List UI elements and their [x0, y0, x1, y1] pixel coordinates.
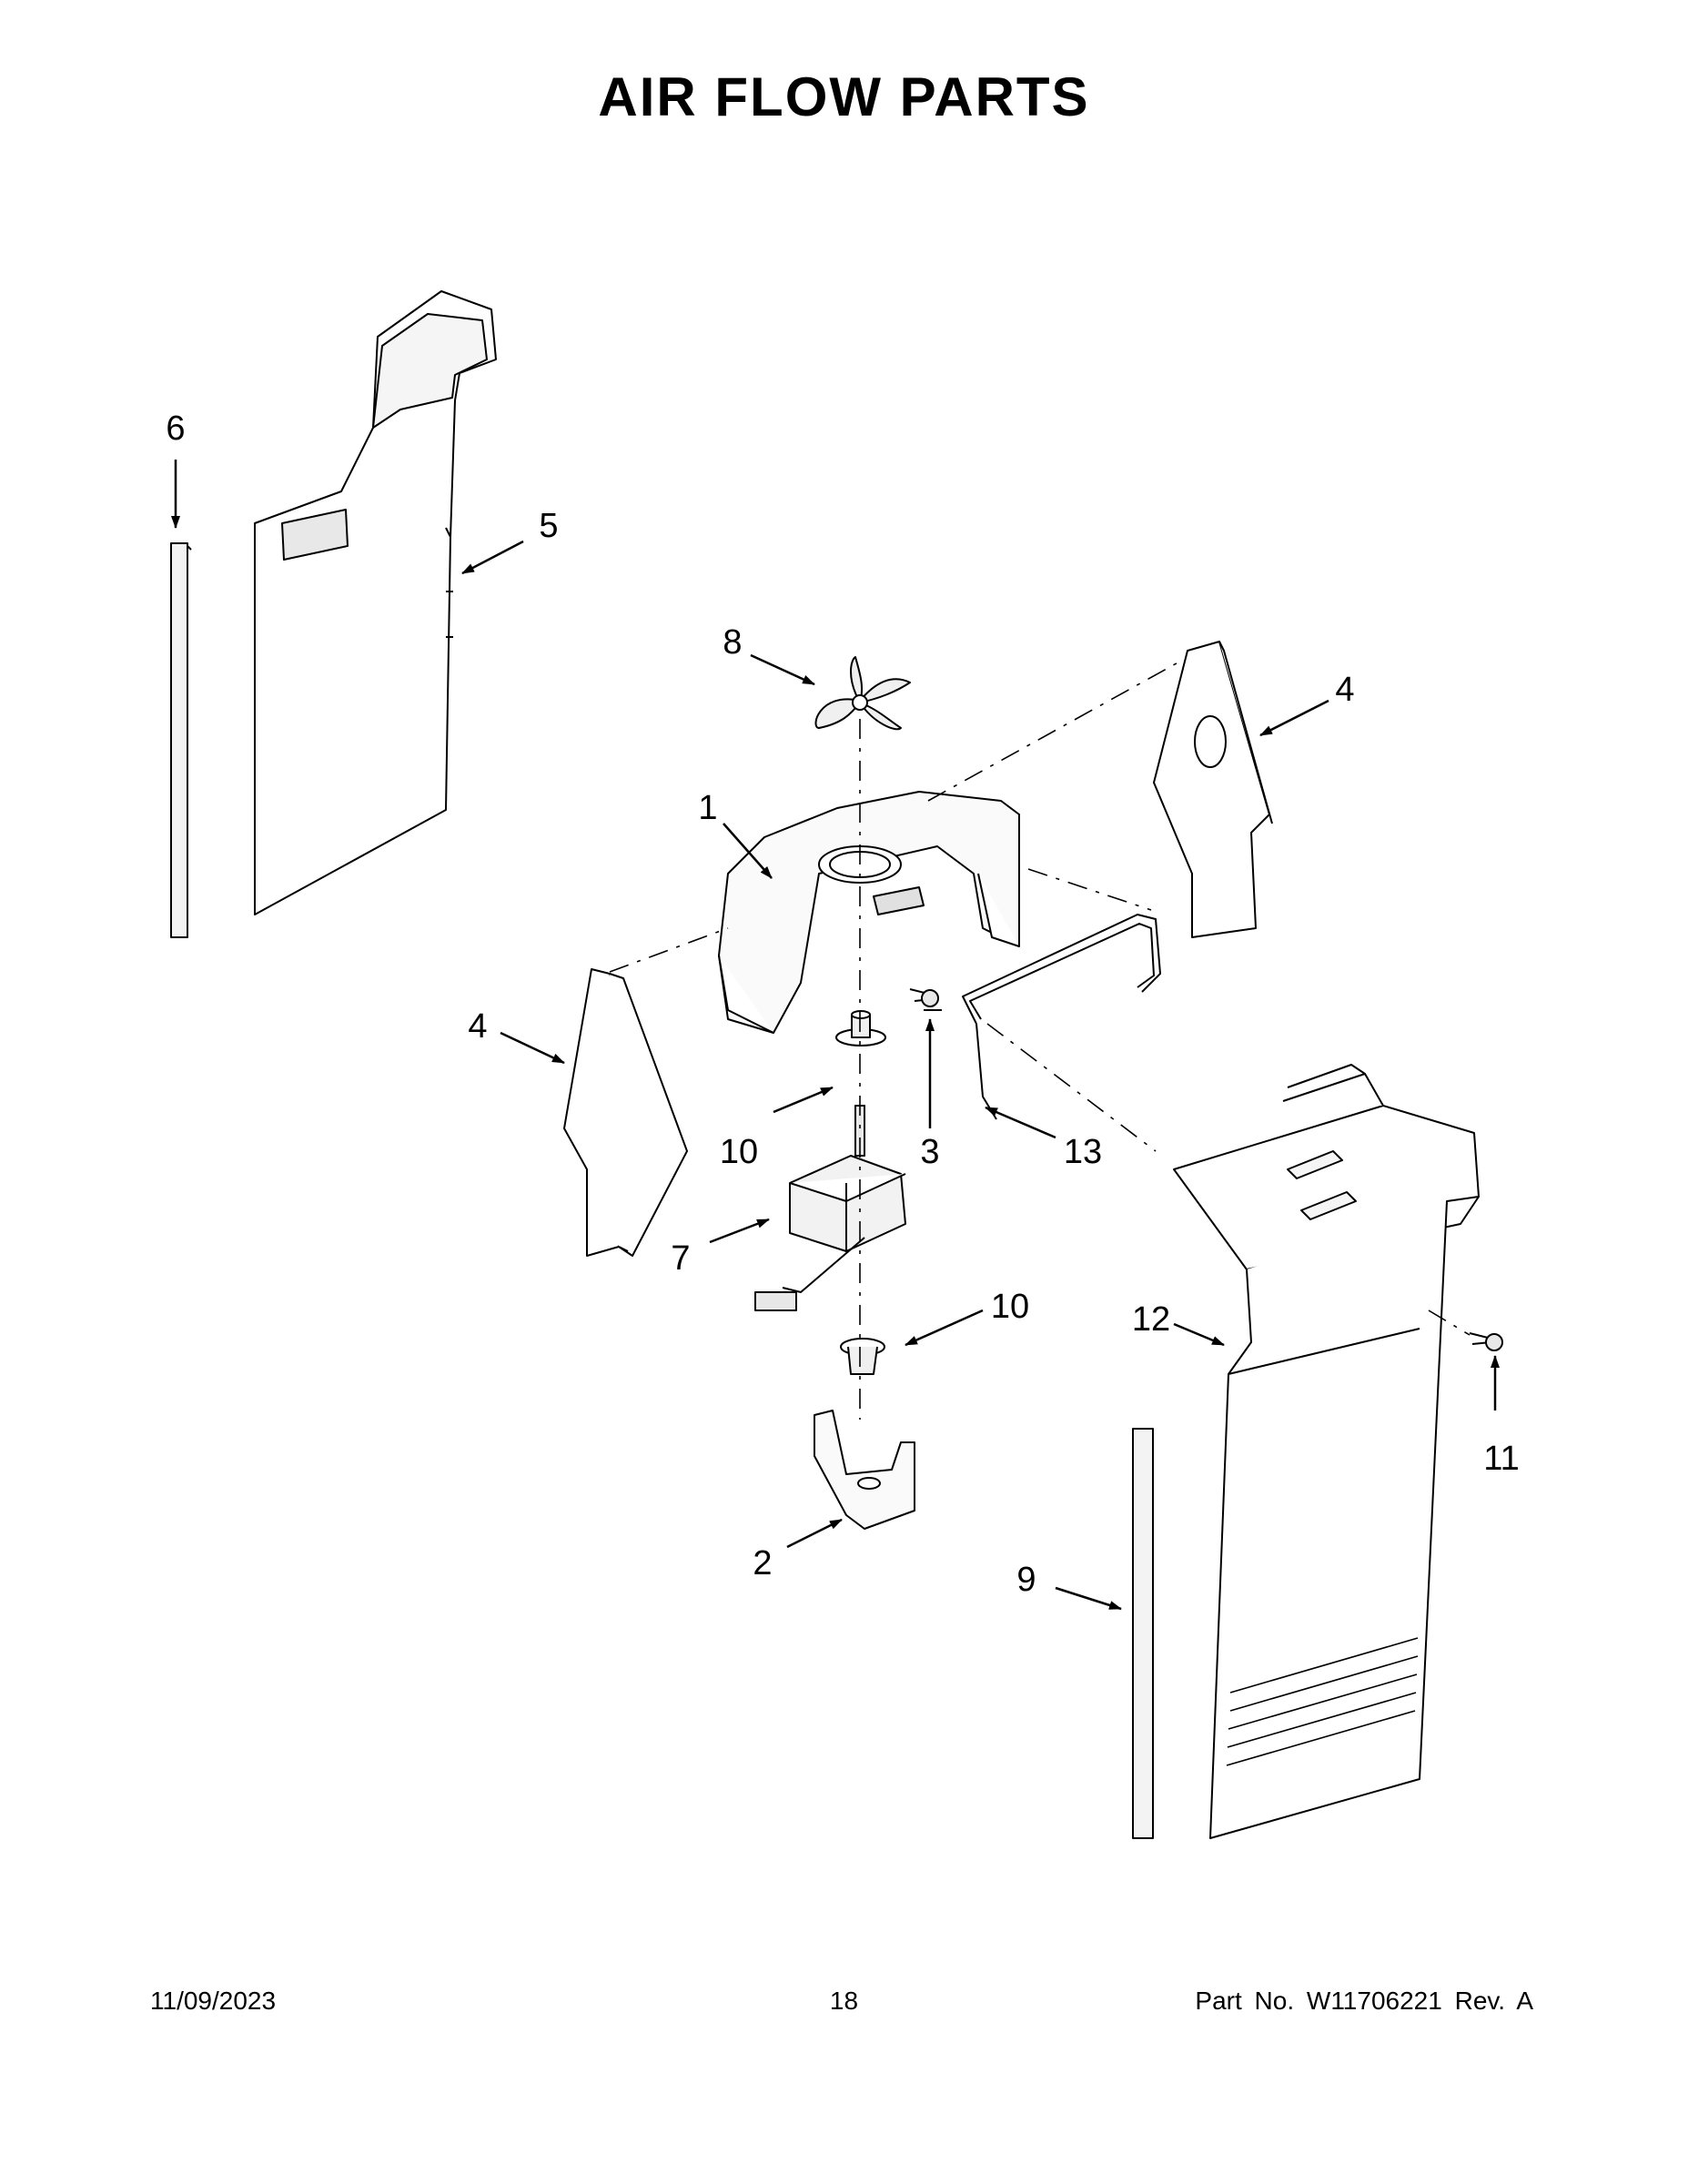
- callout-8: 8: [723, 623, 742, 662]
- part-3-screw: [909, 988, 942, 1011]
- part-12-air-duct-panel: [1173, 1064, 1480, 1839]
- callout-12: 12: [1132, 1300, 1170, 1339]
- callout-11: 11: [1483, 1440, 1519, 1478]
- part-4-right-shroud-plate: [1153, 641, 1273, 938]
- callout-9: 9: [1016, 1561, 1036, 1599]
- footer-page-number: 18: [829, 1987, 859, 2015]
- part-1-fan-housing: [718, 791, 1020, 1034]
- callout-5: 5: [539, 507, 558, 545]
- callout-2: 2: [753, 1544, 772, 1582]
- part-10-upper-grommet: [835, 1010, 886, 1046]
- callout-10-lower: 10: [991, 1288, 1029, 1326]
- callout-1: 1: [698, 789, 717, 827]
- part-7-fan-motor: [754, 1105, 906, 1311]
- part-8-fan-blade: [814, 656, 911, 731]
- callout-4-right: 4: [1335, 671, 1354, 709]
- callout-13: 13: [1064, 1133, 1102, 1171]
- part-10-lower-grommet: [840, 1338, 885, 1375]
- footer-date: 11/09/2023: [150, 1987, 277, 2015]
- callout-7: 7: [671, 1239, 690, 1278]
- part-6-gasket-strip: [170, 542, 192, 938]
- footer-part-number: Part No. W11706221 Rev. A: [1195, 1987, 1533, 2015]
- callout-3: 3: [920, 1133, 939, 1171]
- page-title: AIR FLOW PARTS: [598, 66, 1090, 127]
- part-9-gasket-strip: [1132, 1428, 1154, 1839]
- part-5-evaporator-cover: [254, 290, 497, 915]
- callout-10-upper: 10: [720, 1133, 758, 1171]
- part-2-motor-bracket: [814, 1410, 915, 1530]
- part-4-left-shroud-plate: [563, 968, 688, 1257]
- part-13-wire-bracket: [962, 914, 1161, 1120]
- part-11-screw: [1469, 1332, 1503, 1351]
- callout-4-left: 4: [468, 1007, 487, 1046]
- callout-6: 6: [166, 410, 185, 448]
